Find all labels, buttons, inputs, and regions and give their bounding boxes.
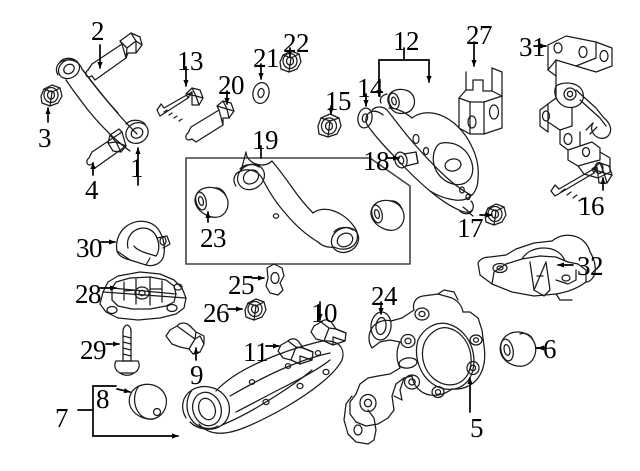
- callout-18[interactable]: 18: [363, 146, 390, 176]
- part-bracket-27: [458, 67, 503, 135]
- callout-28[interactable]: 28: [75, 279, 102, 309]
- callout-2[interactable]: 2: [91, 16, 105, 46]
- callout-5[interactable]: 5: [470, 413, 484, 443]
- callout-7[interactable]: 7: [55, 403, 69, 433]
- part-camber-arm-19: [233, 151, 360, 254]
- callout-25[interactable]: 25: [228, 270, 255, 300]
- part-caliper-bracket-31: [539, 35, 613, 179]
- callout-4[interactable]: 4: [85, 175, 99, 205]
- group-box-19: [185, 157, 411, 265]
- part-flange-bolt-11: [277, 338, 314, 365]
- part-mount-28: [99, 271, 187, 321]
- part-long-flange-bolt-13: [156, 87, 204, 122]
- callout-27[interactable]: 27: [466, 20, 493, 50]
- callout-23[interactable]: 23: [200, 223, 227, 253]
- part-knuckle-5: [343, 289, 486, 445]
- part-washer-21: [252, 81, 270, 105]
- part-lower-control-arm-12: [365, 106, 479, 217]
- part-bushing-12b: [379, 93, 388, 104]
- callout-22[interactable]: 22: [283, 28, 310, 58]
- callout-29[interactable]: 29: [80, 335, 107, 365]
- part-bushing-19-right: [370, 199, 405, 231]
- part-flange-bolt-4: [86, 128, 127, 169]
- part-camber-arm-bushing-23: [194, 186, 229, 218]
- callout-15[interactable]: 15: [325, 86, 352, 116]
- callout-21[interactable]: 21: [253, 43, 280, 73]
- callout-16[interactable]: 16: [578, 191, 605, 221]
- part-flange-bolt-20: [185, 100, 235, 143]
- callout-32[interactable]: 32: [577, 251, 604, 281]
- callout-17[interactable]: 17: [457, 213, 484, 243]
- callout-1[interactable]: 1: [130, 153, 144, 183]
- part-lateral-link: [55, 57, 149, 152]
- callout-10[interactable]: 10: [311, 298, 338, 328]
- part-knuckle-bushing-6: [499, 331, 537, 367]
- callout-11[interactable]: 11: [243, 337, 269, 367]
- part-trailing-arm-bushing-8: [128, 383, 168, 420]
- callout-3[interactable]: 3: [38, 123, 52, 153]
- part-flange-bolt-2: [85, 32, 143, 81]
- callout-31[interactable]: 31: [519, 32, 546, 62]
- callout-20[interactable]: 20: [218, 70, 245, 100]
- part-shoulder-bolt-18: [394, 151, 419, 169]
- part-lower-arm-32: [477, 234, 596, 301]
- part-flange-nut-3: [40, 84, 63, 107]
- callout-13[interactable]: 13: [177, 46, 204, 76]
- part-cam-plate-25: [265, 263, 285, 296]
- callout-9[interactable]: 9: [190, 360, 204, 390]
- callout-8[interactable]: 8: [96, 384, 110, 414]
- callout-6[interactable]: 6: [543, 334, 557, 364]
- callout-30[interactable]: 30: [76, 233, 103, 263]
- part-flange-nut-26: [244, 298, 267, 321]
- callout-19[interactable]: 19: [252, 125, 279, 155]
- part-trailing-arm-7: [182, 340, 344, 434]
- callout-24[interactable]: 24: [371, 281, 398, 311]
- part-self-tap-screw-29: [114, 324, 140, 376]
- part-washer-14: [357, 107, 373, 129]
- callout-12[interactable]: 12: [393, 26, 420, 56]
- leader-lines: [45, 41, 606, 439]
- part-flange-nut-15: [317, 113, 342, 138]
- part-bushing-12a: [387, 88, 416, 115]
- part-hex-bolt-9: [165, 322, 205, 355]
- callout-26[interactable]: 26: [203, 298, 230, 328]
- part-cover-30: [115, 220, 171, 267]
- callout-14[interactable]: 14: [357, 73, 384, 103]
- part-long-bolt-16: [550, 162, 613, 202]
